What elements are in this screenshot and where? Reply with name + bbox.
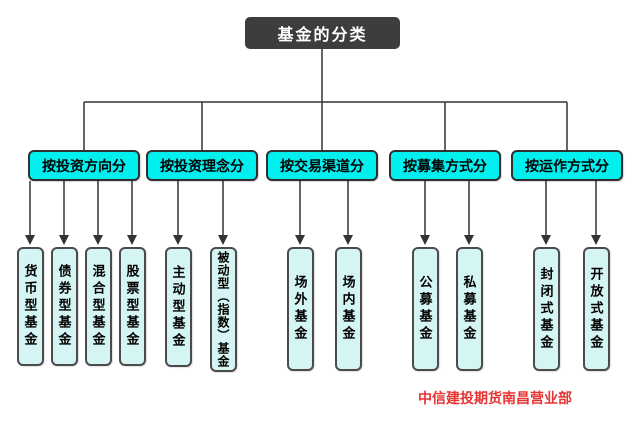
arrowhead-icon bbox=[343, 235, 353, 245]
arrowhead-icon bbox=[173, 235, 183, 245]
leaf-node-3-1: 私募基金 bbox=[455, 247, 483, 371]
leaf-label: 场外基金 bbox=[292, 275, 308, 343]
leaf-node-4-1: 开放式基金 bbox=[582, 247, 610, 371]
category-node-0: 按投资方向分 bbox=[28, 150, 140, 181]
category-node-3: 按募集方式分 bbox=[389, 150, 501, 181]
arrowhead-icon bbox=[464, 235, 474, 245]
leaf-label: 货币型基金 bbox=[22, 264, 38, 349]
category-node-4: 按运作方式分 bbox=[511, 150, 623, 181]
leaf-label: 封闭式基金 bbox=[538, 266, 554, 352]
arrowhead-icon bbox=[93, 235, 103, 245]
leaf-label: 主动型基金 bbox=[170, 264, 186, 350]
leaf-label: 开放式基金 bbox=[588, 266, 604, 352]
leaf-label: 股票型基金 bbox=[124, 264, 140, 349]
leaf-node-4-0: 封闭式基金 bbox=[532, 247, 560, 371]
arrowhead-icon bbox=[218, 235, 228, 245]
leaf-node-3-0: 公募基金 bbox=[411, 247, 439, 371]
root-node-fund-classification: 基金的分类 bbox=[245, 17, 400, 49]
arrowhead-icon bbox=[420, 235, 430, 245]
tree-branch-lines bbox=[83, 49, 568, 150]
arrowhead-icon bbox=[541, 235, 551, 245]
leaf-label: 公募基金 bbox=[417, 275, 433, 343]
leaf-label: 场内基金 bbox=[340, 275, 356, 343]
category-node-2: 按交易渠道分 bbox=[266, 150, 378, 181]
leaf-label: 债券型基金 bbox=[56, 264, 72, 349]
category-node-1: 按投资理念分 bbox=[146, 150, 258, 181]
leaf-node-2-1: 场内基金 bbox=[334, 247, 362, 371]
leaf-label: 混合型基金 bbox=[90, 264, 106, 349]
footer-watermark: 中信建投期货南昌营业部 bbox=[418, 390, 572, 406]
leaf-node-1-0: 主动型基金 bbox=[164, 247, 192, 367]
arrowhead-icon bbox=[59, 235, 69, 245]
leaf-label: 被动型（指数）基金 bbox=[216, 251, 230, 368]
leaf-node-0-1: 债券型基金 bbox=[50, 247, 78, 366]
arrowhead-icon bbox=[591, 235, 601, 245]
leaf-node-2-0: 场外基金 bbox=[286, 247, 314, 371]
leaf-node-0-0: 货币型基金 bbox=[16, 247, 44, 366]
leaf-node-0-3: 股票型基金 bbox=[118, 247, 146, 366]
arrowhead-icon bbox=[127, 235, 137, 245]
arrowhead-icon bbox=[295, 235, 305, 245]
leaf-node-0-2: 混合型基金 bbox=[84, 247, 112, 366]
leaf-label: 私募基金 bbox=[461, 275, 477, 343]
arrowhead-icon bbox=[25, 235, 35, 245]
leaf-node-1-1: 被动型（指数）基金 bbox=[209, 247, 237, 372]
